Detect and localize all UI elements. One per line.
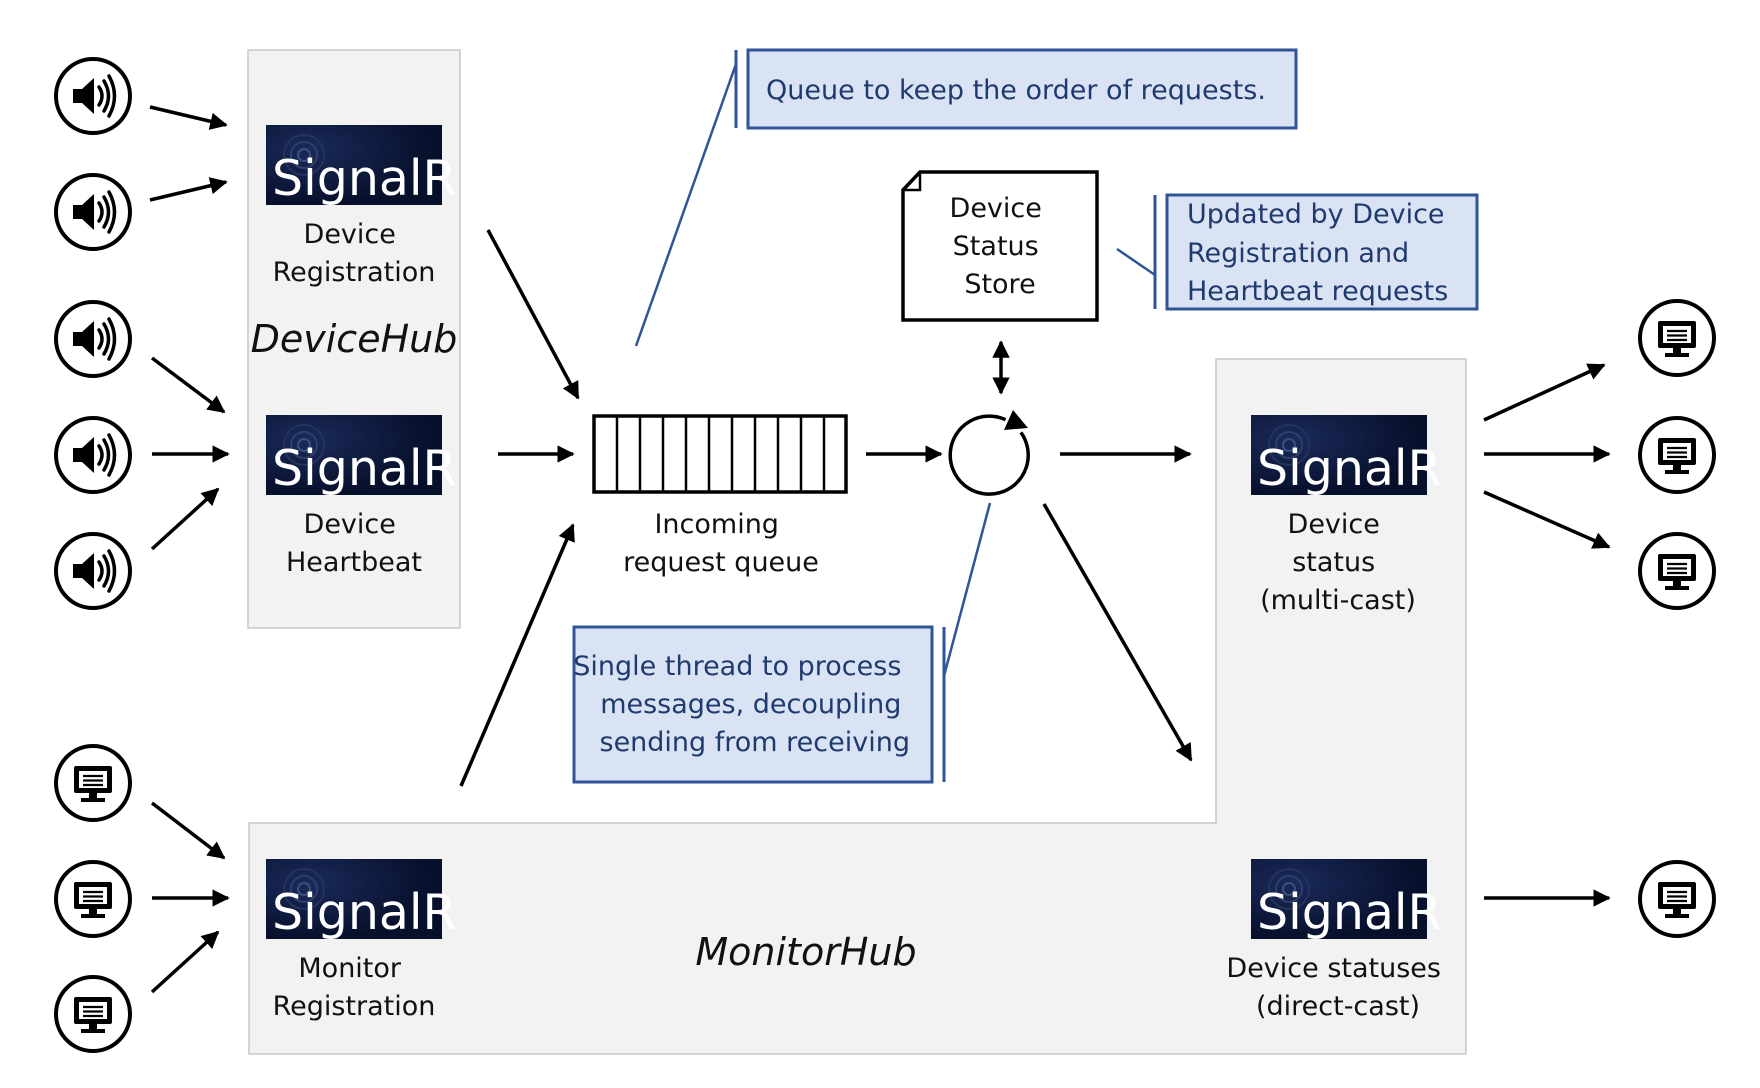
speaker-icon	[54, 416, 132, 494]
queue-input-arrows	[459, 229, 580, 787]
refresh-cycle-icon	[948, 410, 1030, 496]
monitor-icon	[1638, 299, 1716, 377]
thread-note-text: Single thread to process messages, decou…	[573, 651, 910, 758]
monitorhub-title: MonitorHub	[695, 930, 916, 974]
store-label: Device Status Store	[950, 193, 1051, 300]
store-note-callout	[1116, 193, 1479, 311]
signalr-logo-device-heartbeat: SignalR	[266, 415, 457, 497]
svg-text:SignalR: SignalR	[272, 150, 457, 207]
monitor-icon	[54, 860, 132, 938]
monitor-input-arrows	[150, 801, 230, 994]
signalr-logo-device-statuses: SignalR	[1251, 859, 1442, 941]
speaker-icon	[54, 532, 132, 610]
monitor-registration-label: Monitor Registration	[273, 953, 436, 1022]
speaker-icon	[54, 173, 132, 251]
processor-output-arrows	[1042, 445, 1193, 762]
incoming-request-queue	[592, 414, 848, 494]
signalr-logo-monitor-registration: SignalR	[266, 859, 457, 941]
speaker-icon	[54, 300, 132, 378]
svg-text:SignalR: SignalR	[272, 884, 457, 941]
queue-label: Incoming request queue	[623, 509, 819, 578]
device-status-multicast-label: Device status (multi-cast)	[1260, 509, 1416, 616]
monitor-icon	[54, 744, 132, 822]
svg-text:SignalR: SignalR	[1257, 440, 1442, 497]
queue-note-callout	[634, 48, 1298, 347]
device-statuses-directcast-label: Device statuses (direct-cast)	[1226, 953, 1449, 1022]
monitor-output-arrows	[1483, 363, 1611, 907]
device-status-store	[901, 170, 1099, 322]
signalr-logo-device-registration: SignalR	[266, 125, 457, 207]
monitor-icon	[1638, 532, 1716, 610]
thread-note-callout	[572, 502, 992, 784]
signalr-logo-device-status: SignalR	[1251, 415, 1442, 497]
devicehub-title: DeviceHub	[251, 317, 458, 361]
svg-text:SignalR: SignalR	[272, 440, 457, 497]
speaker-icon	[54, 57, 132, 135]
device-registration-label: Device Registration	[273, 219, 436, 288]
store-note-text: Updated by Device Registration and Heart…	[1187, 199, 1453, 307]
device-heartbeat-label: Device Heartbeat	[286, 509, 422, 578]
device-input-arrows	[149, 105, 230, 551]
monitor-icon	[54, 975, 132, 1053]
svg-text:SignalR: SignalR	[1257, 884, 1442, 941]
queue-note-text: Queue to keep the order of requests.	[766, 75, 1266, 106]
monitorhub-container	[248, 358, 1467, 1055]
monitor-icon	[1638, 416, 1716, 494]
monitor-icon	[1638, 860, 1716, 938]
